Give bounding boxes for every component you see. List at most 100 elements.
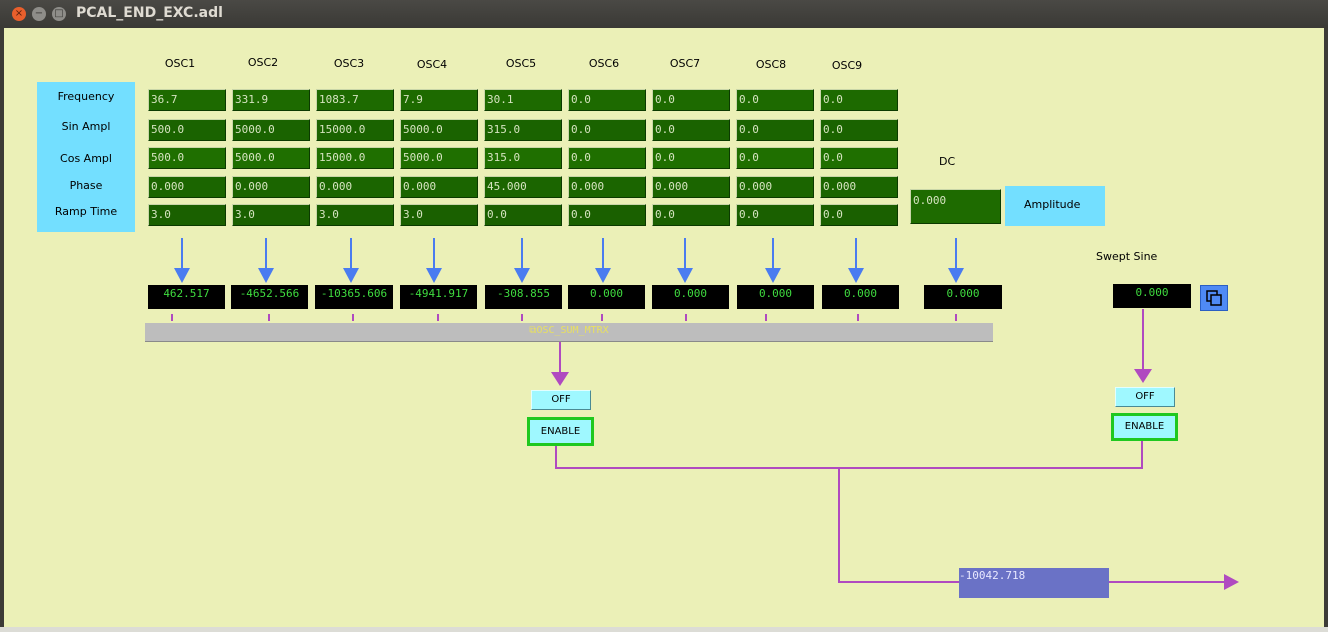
osc8-sin-ampl-input[interactable]: 0.0: [736, 119, 814, 141]
input-arrow-head-5: [514, 268, 530, 283]
input-arrow-head-7: [677, 268, 693, 283]
osc9-sin-ampl-input[interactable]: 0.0: [820, 119, 898, 141]
osc6-phase-input[interactable]: 0.000: [568, 176, 646, 198]
input-arrow-head-6: [595, 268, 611, 283]
osc6-cos-ampl-input[interactable]: 0.0: [568, 147, 646, 169]
osc5-sin-ampl-input[interactable]: 315.0: [484, 119, 562, 141]
maximize-window-button[interactable]: □: [52, 7, 66, 21]
close-window-button[interactable]: ×: [12, 7, 26, 21]
sum-enable-button[interactable]: ENABLE: [527, 417, 594, 446]
amplitude-label: Amplitude: [1024, 198, 1081, 211]
osc8-frequency-input[interactable]: 0.0: [736, 89, 814, 111]
related-display-icon: ⧉: [529, 325, 537, 336]
osc5-ramp-time-input[interactable]: 0.0: [484, 204, 562, 226]
osc6-frequency-input[interactable]: 0.0: [568, 89, 646, 111]
amplitude-label-box: Amplitude: [1005, 186, 1105, 226]
dc-amplitude-input[interactable]: 0.000: [910, 189, 1001, 224]
osc1-cos-ampl-input[interactable]: 500.0: [148, 147, 226, 169]
osc5-cos-ampl-input[interactable]: 315.0: [484, 147, 562, 169]
osc4-sin-ampl-input[interactable]: 5000.0: [400, 119, 478, 141]
input-arrow-head-3: [343, 268, 359, 283]
osc2-phase-input[interactable]: 0.000: [232, 176, 310, 198]
osc7-phase-input[interactable]: 0.000: [652, 176, 730, 198]
input-arrow-head-4: [426, 268, 442, 283]
osc6-ramp-time-input[interactable]: 0.0: [568, 204, 646, 226]
osc-header-8: OSC8: [755, 58, 787, 71]
osc1-sin-ampl-input[interactable]: 500.0: [148, 119, 226, 141]
dc-output: 0.000: [924, 285, 1002, 309]
osc-header-6: OSC6: [588, 57, 620, 70]
input-arrow-head-8: [765, 268, 781, 283]
osc4-frequency-input[interactable]: 7.9: [400, 89, 478, 111]
row-label-cos-ampl: Cos Ampl: [60, 152, 112, 165]
osc6-output: 0.000: [568, 285, 645, 309]
osc-header-2: OSC2: [247, 56, 279, 69]
osc8-ramp-time-input[interactable]: 0.0: [736, 204, 814, 226]
osc2-output: -4652.566: [231, 285, 308, 309]
swept-sine-label: Swept Sine: [1096, 250, 1158, 263]
osc4-output: -4941.917: [400, 285, 477, 309]
input-arrow-head-2: [258, 268, 274, 283]
swept-sine-display-button[interactable]: [1200, 285, 1228, 311]
osc1-phase-input[interactable]: 0.000: [148, 176, 226, 198]
osc3-phase-input[interactable]: 0.000: [316, 176, 394, 198]
osc2-ramp-time-input[interactable]: 3.0: [232, 204, 310, 226]
osc-header-5: OSC5: [505, 57, 537, 70]
osc-sum-matrix-button[interactable]: ⧉OSC_SUM_MTRX: [145, 323, 993, 342]
sum-off-button[interactable]: OFF: [531, 390, 591, 410]
osc2-sin-ampl-input[interactable]: 5000.0: [232, 119, 310, 141]
osc7-frequency-input[interactable]: 0.0: [652, 89, 730, 111]
purple-arrowheads: [551, 369, 1239, 590]
osc9-cos-ampl-input[interactable]: 0.0: [820, 147, 898, 169]
osc4-cos-ampl-input[interactable]: 5000.0: [400, 147, 478, 169]
osc3-cos-ampl-input[interactable]: 15000.0: [316, 147, 394, 169]
osc2-frequency-input[interactable]: 331.9: [232, 89, 310, 111]
osc2-cos-ampl-input[interactable]: 5000.0: [232, 147, 310, 169]
swept-sine-output: 0.000: [1113, 284, 1191, 308]
osc-header-9: OSC9: [831, 59, 863, 72]
osc5-frequency-input[interactable]: 30.1: [484, 89, 562, 111]
osc4-phase-input[interactable]: 0.000: [400, 176, 478, 198]
input-arrow-head-10: [948, 268, 964, 283]
osc-header-7: OSC7: [669, 57, 701, 70]
osc7-output: 0.000: [652, 285, 729, 309]
osc1-ramp-time-input[interactable]: 3.0: [148, 204, 226, 226]
input-arrow-head-9: [848, 268, 864, 283]
osc4-ramp-time-input[interactable]: 3.0: [400, 204, 478, 226]
osc9-ramp-time-input[interactable]: 0.0: [820, 204, 898, 226]
osc8-cos-ampl-input[interactable]: 0.0: [736, 147, 814, 169]
summ-bar-ticks: [171, 314, 957, 321]
input-arrow-head-1: [174, 268, 190, 283]
osc3-sin-ampl-input[interactable]: 15000.0: [316, 119, 394, 141]
swept-sine-off-button[interactable]: OFF: [1115, 387, 1175, 407]
osc5-phase-input[interactable]: 45.000: [484, 176, 562, 198]
osc7-ramp-time-input[interactable]: 0.0: [652, 204, 730, 226]
osc5-output: -308.855: [485, 285, 562, 309]
osc-header-1: OSC1: [164, 57, 196, 70]
row-label-panel: Frequency Sin Ampl Cos Ampl Phase Ramp T…: [37, 82, 135, 232]
osc9-output: 0.000: [822, 285, 899, 309]
minimize-window-button[interactable]: −: [32, 7, 46, 21]
osc3-frequency-input[interactable]: 1083.7: [316, 89, 394, 111]
window-titlebar[interactable]: × − □ PCAL_END_EXC.adl: [0, 0, 1328, 28]
osc8-output: 0.000: [737, 285, 814, 309]
osc3-ramp-time-input[interactable]: 3.0: [316, 204, 394, 226]
window-title: PCAL_END_EXC.adl: [76, 5, 223, 21]
osc7-sin-ampl-input[interactable]: 0.0: [652, 119, 730, 141]
dc-label: DC: [939, 155, 956, 168]
osc7-cos-ampl-input[interactable]: 0.0: [652, 147, 730, 169]
row-label-ramp-time: Ramp Time: [54, 205, 118, 218]
osc9-phase-input[interactable]: 0.000: [820, 176, 898, 198]
osc-sum-matrix-label: OSC_SUM_MTRX: [536, 325, 609, 336]
osc9-frequency-input[interactable]: 0.0: [820, 89, 898, 111]
window-frame-bottom: [0, 627, 1328, 632]
osc3-output: -10365.606: [315, 285, 393, 309]
osc-header-4: OSC4: [416, 58, 448, 71]
osc6-sin-ampl-input[interactable]: 0.0: [568, 119, 646, 141]
row-label-sin-ampl: Sin Ampl: [61, 120, 111, 133]
swept-sine-enable-button[interactable]: ENABLE: [1111, 413, 1178, 441]
osc1-frequency-input[interactable]: 36.7: [148, 89, 226, 111]
input-arrows: [174, 238, 964, 283]
osc8-phase-input[interactable]: 0.000: [736, 176, 814, 198]
